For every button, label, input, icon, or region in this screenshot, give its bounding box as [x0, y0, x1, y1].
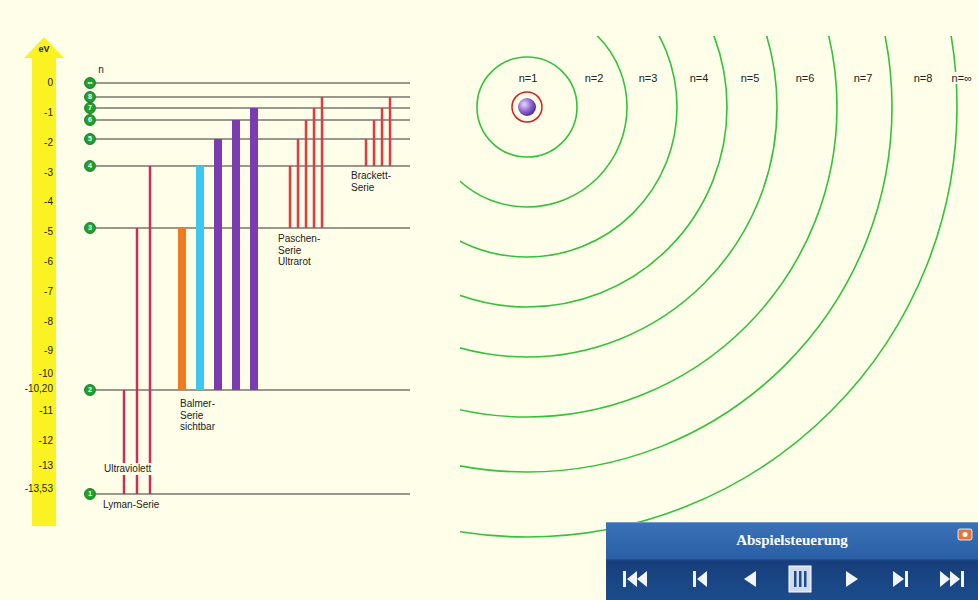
level-number: ∞ [88, 79, 93, 87]
axis-value: -5 [44, 226, 53, 238]
axis-value: -7 [44, 286, 53, 298]
axis-value: -9 [44, 345, 53, 357]
orbit-label: n=3 [637, 72, 660, 85]
axis-value: -13,53 [25, 483, 53, 495]
energy-axis [24, 37, 64, 526]
axis-value: -10,20 [25, 383, 53, 395]
level-number: 5 [88, 135, 92, 143]
orbit-label: n=7 [852, 72, 875, 85]
orbit-arcs [460, 36, 957, 537]
level-number: 6 [88, 116, 92, 124]
axis-value: -12 [39, 435, 53, 447]
level-number: 8 [88, 93, 92, 101]
axis-unit: eV [38, 44, 49, 54]
orbit-label: n=6 [794, 72, 817, 85]
orbit-label: n=5 [739, 72, 762, 85]
orbit-label: n=2 [583, 72, 606, 85]
level-number: 4 [88, 162, 92, 170]
orbit-label: n=1 [517, 72, 540, 85]
axis-value: 0 [47, 77, 53, 89]
level-number: 2 [88, 386, 92, 394]
axis-value: -6 [44, 256, 53, 268]
brackett-transitions [366, 97, 390, 166]
axis-value: -2 [44, 137, 53, 149]
level-number: 3 [88, 224, 92, 232]
level-number: 7 [88, 104, 92, 112]
series-name: Paschen- Serie Ultrarot [278, 233, 334, 268]
axis-value: -13 [39, 460, 53, 472]
axis-value: -1 [44, 107, 53, 119]
series-name: Balmer- Serie sichtbar [180, 398, 236, 433]
series-region: Ultraviolett [103, 463, 152, 475]
lyman-transitions [124, 166, 150, 494]
quantum-number-heading: n [98, 64, 104, 76]
orbit-label: n=4 [688, 72, 711, 85]
axis-value: -4 [44, 196, 53, 208]
panel-title: Abspielsteuerung [606, 523, 978, 549]
axis-value: -10 [39, 368, 53, 380]
paschen-transitions [290, 97, 322, 228]
orbit-label: n=∞ [950, 72, 974, 85]
axis-value: -8 [44, 316, 53, 328]
energy-levels [96, 83, 410, 494]
axis-value: -3 [44, 167, 53, 179]
series-name: Lyman-Serie [103, 499, 159, 511]
nucleus [512, 92, 542, 122]
control-panel: Abspielsteuerung [606, 522, 978, 600]
axis-value: -11 [39, 405, 53, 417]
level-number: 1 [88, 490, 92, 498]
level-dots [85, 78, 96, 500]
balmer-transitions [178, 108, 258, 390]
orbit-label: n=8 [912, 72, 935, 85]
series-name: Brackett- Serie [351, 170, 403, 193]
